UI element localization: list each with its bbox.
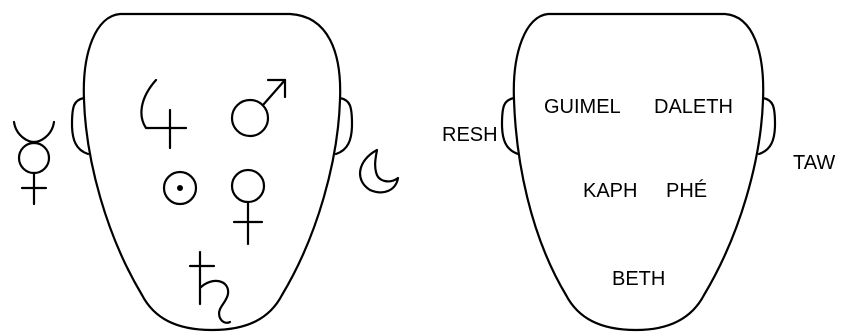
mars-icon	[232, 80, 285, 136]
label-beth: BETH	[612, 268, 665, 290]
jupiter-icon	[141, 80, 186, 148]
moon-icon	[360, 150, 398, 192]
label-phe: PHÉ	[666, 179, 707, 202]
label-guimel: GUIMEL	[544, 96, 621, 118]
label-daleth: DALETH	[654, 96, 733, 118]
left-head-outline	[84, 14, 340, 330]
venus-icon	[232, 170, 264, 244]
left-head	[14, 14, 398, 330]
mercury-icon	[14, 122, 54, 204]
saturn-icon	[190, 252, 230, 323]
right-head: RESH GUIMEL DALETH TAW KAPH PHÉ BETH	[442, 14, 835, 330]
label-taw: TAW	[793, 152, 835, 174]
sun-icon	[164, 172, 196, 204]
label-kaph: KAPH	[583, 180, 637, 202]
label-resh: RESH	[442, 124, 498, 146]
